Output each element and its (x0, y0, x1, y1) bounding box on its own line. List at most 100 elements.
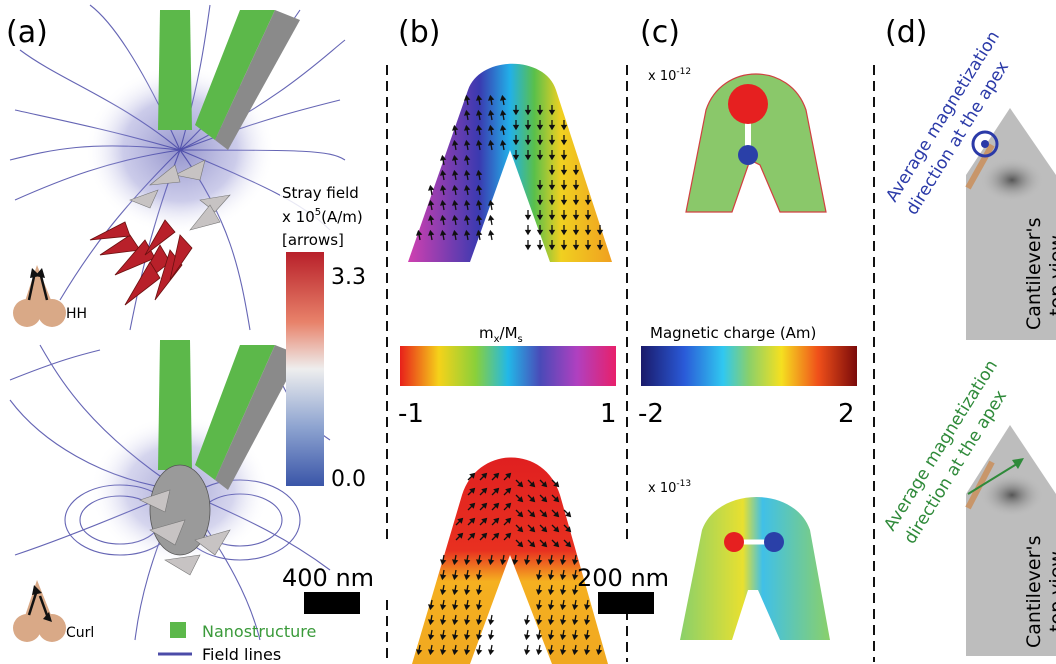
magnetization-arrowhead (548, 229, 556, 236)
cantilever-bottom-view-line2: top view (1046, 551, 1056, 632)
magnetization-arrowhead (571, 589, 579, 596)
magnetization-arrowhead (475, 604, 483, 611)
panel-b-label: (b) (398, 15, 440, 50)
scale-bar-200-label: 200 nm (577, 564, 669, 592)
magnetization-arrowhead (524, 124, 532, 131)
magnetization-arrowhead (547, 589, 555, 596)
magnetization-arrowhead (493, 502, 500, 509)
magnetization-arrowhead (547, 649, 555, 656)
in-plane-arrow-icon (1012, 458, 1024, 469)
magnetization-arrowhead (559, 559, 567, 566)
magnetization-arrowhead (571, 574, 579, 581)
magnetization-arrowhead (547, 559, 555, 566)
magnetization-arrowhead (535, 604, 543, 611)
magnetization-arrowhead (529, 496, 536, 503)
magnetization-arrowhead (571, 649, 579, 656)
magnetization-arrowhead (548, 109, 556, 116)
magnetization-arrowhead (469, 517, 476, 524)
magnetization-arrowhead (463, 199, 471, 206)
charge-colorbar-max: 2 (838, 399, 855, 429)
magnetization-arrowhead (541, 526, 548, 533)
magnetization-arrowhead (487, 229, 495, 236)
stray-field-sim-top (9, 4, 346, 331)
cantilever-top: Cantilever's top view (965, 108, 1056, 340)
magnetization-arrowhead (547, 574, 555, 581)
magnetization-arrowhead (439, 649, 447, 656)
magnetization-arrowhead (463, 109, 471, 116)
magnetization-arrowhead (560, 199, 568, 206)
magnetization-arrowhead (487, 214, 495, 221)
magnetization-arrowhead (475, 574, 483, 581)
magnetization-arrowhead (481, 472, 488, 479)
magnetization-arrowhead (481, 502, 488, 509)
magnetization-arrowhead (427, 184, 435, 191)
magnetization-arrowhead (463, 574, 471, 581)
magnetization-arrowhead (439, 229, 447, 236)
stray-field-unit: x 105(A/m) (282, 207, 363, 226)
magnetization-arrowhead (475, 619, 483, 626)
magnetization-arrowhead (572, 199, 580, 206)
magnetization-arrowhead (487, 109, 495, 116)
magnetization-arrowhead (553, 526, 560, 533)
magnetization-arrowhead (439, 604, 447, 611)
magnetization-arrowhead (583, 649, 591, 656)
magnetization-arrowhead (439, 559, 447, 566)
magnetization-arrowhead (469, 472, 476, 479)
magnetization-arrowhead (487, 199, 495, 206)
magnetization-arrowhead (529, 511, 536, 518)
magnetization-arrowhead (565, 526, 572, 533)
magnetization-arrowhead (463, 184, 471, 191)
magnetization-arrowhead (487, 559, 495, 566)
cantilever-bottom-view-line1: Cantilever's (1023, 535, 1045, 648)
magnetization-arrowhead (535, 559, 543, 566)
mx-colorbar-min: -1 (398, 399, 424, 429)
magnetization-arrowhead (439, 184, 447, 191)
magnetization-arrowhead (536, 154, 544, 161)
magnetization-arrowhead (487, 94, 495, 101)
magnetization-arrowhead (469, 532, 476, 539)
magnetization-arrowhead (451, 229, 459, 236)
panel-d: (d) Cantilever's top view Average magnet… (880, 15, 1056, 656)
magnetization-arrowhead (475, 559, 483, 566)
magnetization-arrowhead (524, 154, 532, 161)
panel-a-label: (a) (6, 15, 48, 50)
magnetization-arrowhead (524, 244, 532, 251)
magnetization-arrowhead (524, 109, 532, 116)
magnetization-arrowhead (517, 511, 524, 518)
magnetization-arrowhead (463, 94, 471, 101)
scale-bar-400 (304, 592, 360, 614)
magnetization-arrowhead (583, 634, 591, 641)
magnetization-arrowhead (529, 481, 536, 488)
magnetization-arrowhead (469, 502, 476, 509)
magnetization-arrowhead (493, 487, 500, 494)
charge-colorbar (641, 346, 857, 386)
magnetization-arrowhead (547, 634, 555, 641)
magnetization-arrowhead (547, 604, 555, 611)
magnetization-arrowhead (572, 229, 580, 236)
magnetization-arrowhead (547, 619, 555, 626)
magnetization-arrowhead (541, 496, 548, 503)
magnetization-arrowhead (553, 481, 560, 488)
magnetization-arrowhead (548, 169, 556, 176)
scale-bar-400-label: 400 nm (282, 564, 374, 592)
magnetization-arrowhead (595, 649, 603, 656)
magnetization-arrowhead (427, 199, 435, 206)
magnetization-arrowhead (548, 244, 556, 251)
magnetization-arrowhead (463, 124, 471, 131)
magnetization-arrowhead (535, 589, 543, 596)
magnetization-arrowhead (463, 229, 471, 236)
magnetization-arrowhead (548, 214, 556, 221)
scale-bar-200 (598, 592, 654, 614)
magnetization-arrowhead (463, 649, 471, 656)
magnetization-arrowhead (523, 649, 531, 656)
magnetization-arrowhead (475, 109, 483, 116)
magnetization-arrowhead (451, 619, 459, 626)
magnetization-arrowhead (560, 214, 568, 221)
cantilever-bottom: Cantilever's top view (965, 425, 1056, 656)
magnetization-arrowhead (584, 244, 592, 251)
magnetization-arrowhead (463, 154, 471, 161)
magnetization-arrowhead (451, 649, 459, 656)
magnetization-arrowhead (536, 214, 544, 221)
magnetization-arrowhead (535, 649, 543, 656)
